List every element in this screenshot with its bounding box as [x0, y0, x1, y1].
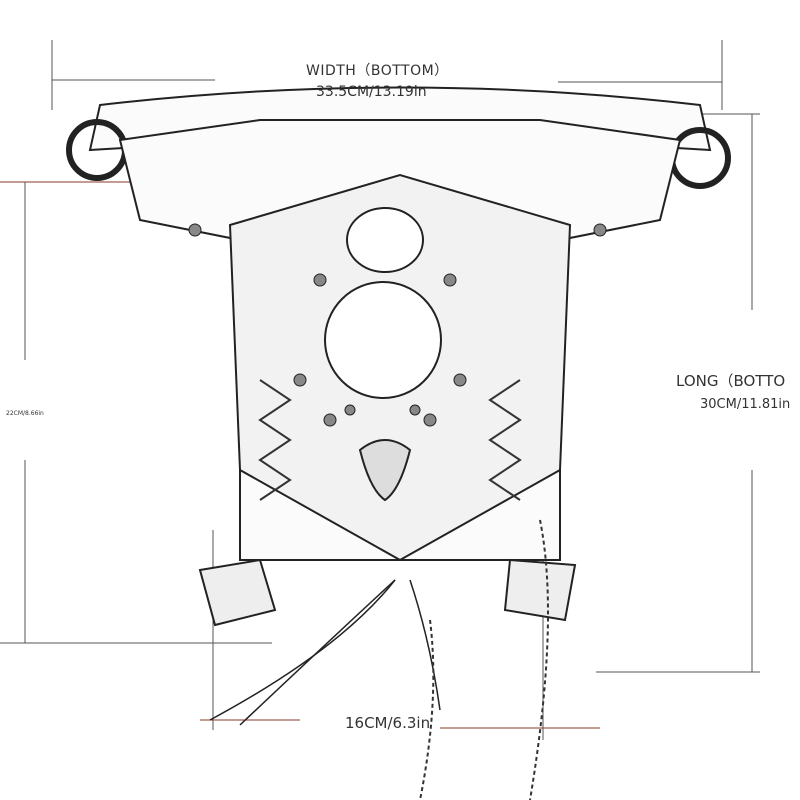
- bag-body: [66, 86, 731, 627]
- chain: [419, 519, 549, 800]
- height-value: 22CM/8.66in: [6, 410, 44, 417]
- width-label: WIDTH（BOTTOM）: [306, 63, 449, 79]
- strap-ribbon: [209, 579, 441, 726]
- studs: [188, 223, 607, 427]
- width-value: 33.5CM/13.19in: [316, 84, 427, 100]
- bottom-width-value: 16CM/6.3in: [345, 714, 431, 732]
- long-label: LONG（BOTTO: [676, 372, 786, 390]
- long-value: 30CM/11.81in: [700, 397, 791, 412]
- laces: [258, 379, 522, 501]
